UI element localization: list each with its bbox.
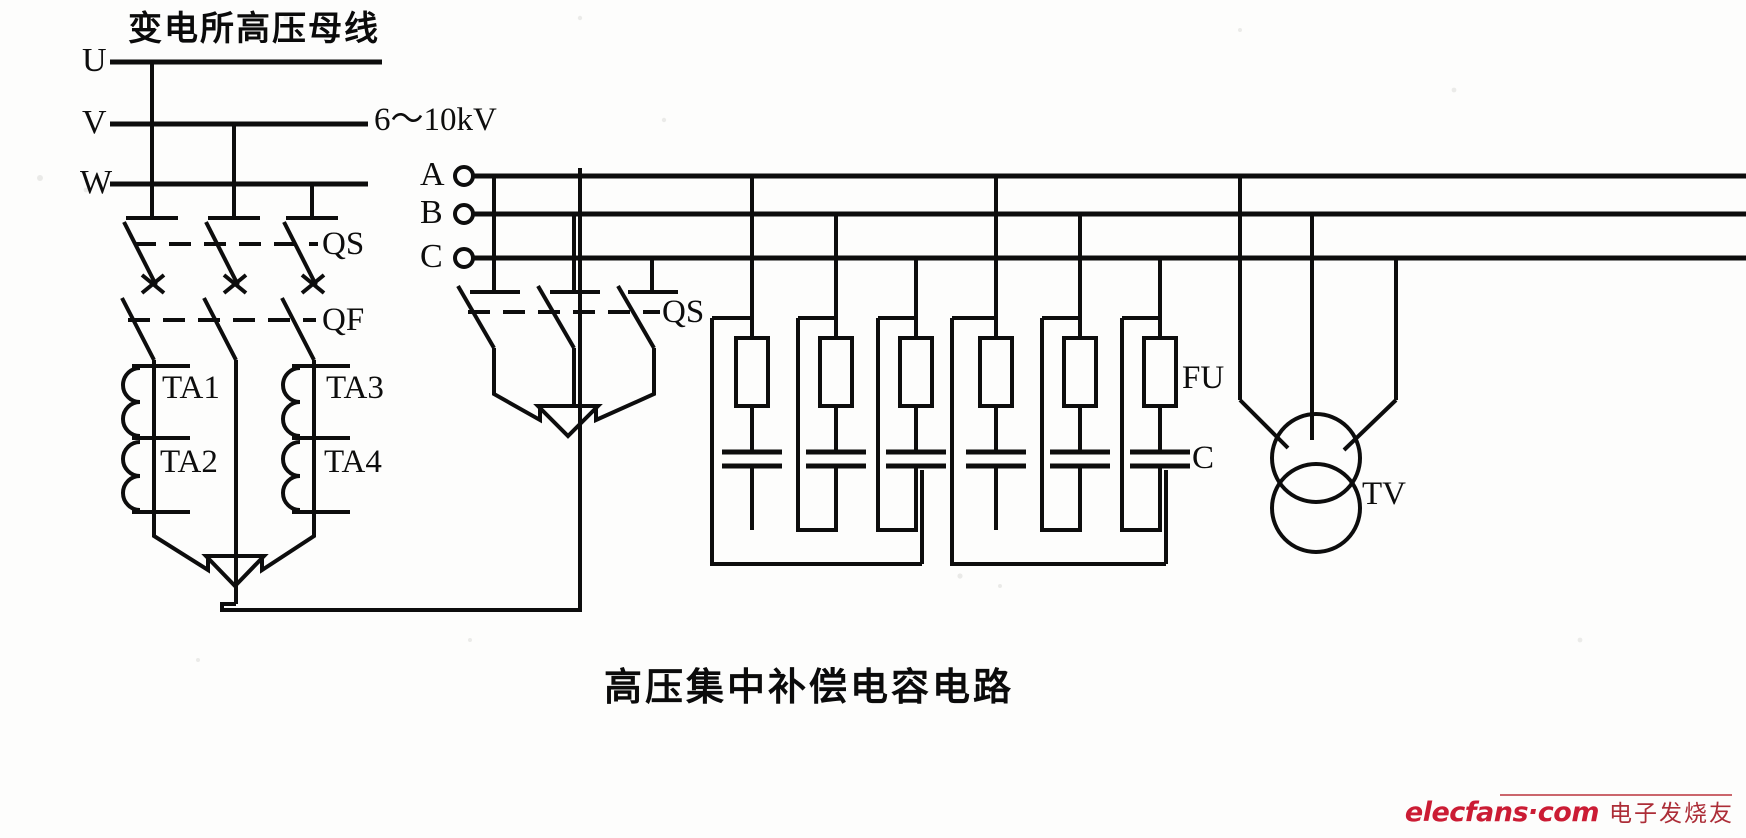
- fuse-5: [1062, 318, 1098, 450]
- fuse-3: [898, 318, 934, 450]
- left-phase-conductors: [152, 360, 316, 600]
- capacitor-6: [1130, 449, 1190, 530]
- current-transformer-ta1: [121, 364, 190, 440]
- device-label-qf: QF: [322, 302, 365, 338]
- qf-blade-3: [280, 297, 316, 361]
- qs-blade-1: [122, 221, 158, 286]
- ta4-coil-arc-1: [281, 440, 301, 478]
- watermark-rule: [1500, 794, 1732, 796]
- capacitor-2: [806, 449, 866, 530]
- device-label-qs-right: QS: [662, 294, 705, 330]
- device-label-ta4: TA4: [324, 444, 382, 480]
- watermark-site-en: elecfans·com: [1404, 797, 1600, 828]
- ta3-coil-arc-1: [281, 366, 301, 404]
- figure-caption: 高压集中补偿电容电路: [604, 665, 1015, 709]
- phase-label-a: A: [420, 156, 445, 193]
- ta1-coil-arc-1: [121, 366, 141, 404]
- tv-winding-primary-icon: [1270, 412, 1362, 504]
- qs-cross-1: [140, 273, 166, 295]
- cg1-outer-loop-left: [710, 318, 922, 566]
- right-bus-group: [453, 165, 1746, 269]
- fuse-6: [1142, 318, 1178, 450]
- terminal-a-icon: [453, 165, 475, 187]
- qf-blade-2: [202, 297, 238, 361]
- ta4-coil-arc-2: [281, 474, 301, 512]
- device-label-c: C: [1192, 440, 1215, 476]
- qs-cross-3: [300, 273, 326, 295]
- ta2-coil-arc-1: [121, 440, 141, 478]
- capacitor-4: [966, 449, 1026, 530]
- ta1-coil-arc-2: [121, 400, 141, 438]
- fuse-1: [734, 318, 770, 450]
- current-transformer-ta3: [281, 364, 350, 440]
- tie-wire-left-to-right: [220, 168, 582, 612]
- capacitor-group-2: [950, 176, 1190, 566]
- watermark-site-cn: 电子发烧友: [1609, 801, 1734, 827]
- left-star-point: [152, 530, 316, 604]
- qf-blade-1: [120, 297, 156, 361]
- qs2-converge-right: [594, 348, 656, 424]
- right-ground-delta-icon: [533, 404, 603, 439]
- device-label-qs-left: QS: [322, 226, 365, 262]
- phase-label-w: W: [80, 164, 113, 201]
- right-qs-drops: [492, 176, 654, 292]
- qs-blade-3: [282, 221, 318, 286]
- phase-label-v: V: [82, 104, 107, 141]
- cg2-return-1: [1040, 318, 1082, 532]
- busbar-title: 变电所高压母线: [128, 9, 380, 49]
- converge-left: [152, 530, 210, 574]
- cg2-outer-loop-left: [950, 318, 1166, 566]
- fuse-2-body: [818, 336, 854, 408]
- qs2-converge-left: [492, 348, 542, 424]
- fuse-1-body: [734, 336, 770, 408]
- watermark: elecfans·com 电子发烧友: [1405, 794, 1734, 828]
- device-label-ta2: TA2: [160, 444, 218, 480]
- left-disconnector-qs: [122, 216, 338, 295]
- fuse-2: [818, 318, 854, 450]
- scan-noise: [37, 15, 1583, 662]
- device-label-tv: TV: [1362, 476, 1406, 512]
- phase-label-c: C: [420, 238, 443, 275]
- cg1-return-2: [876, 318, 918, 532]
- qs2-blade-3: [616, 284, 656, 350]
- ta2-coil-arc-2: [121, 474, 141, 512]
- voltage-transformer-tv: [1238, 176, 1398, 554]
- capacitor-3: [886, 449, 946, 530]
- qs-cross-2: [222, 273, 248, 295]
- left-breaker-qf: [120, 297, 316, 361]
- fuse-3-body: [898, 336, 934, 408]
- ta3-coil-arc-2: [281, 400, 301, 438]
- left-busbar-group: [110, 59, 382, 218]
- terminal-c-icon: [453, 247, 475, 269]
- fuse-4: [978, 318, 1014, 450]
- converge-right: [260, 530, 316, 574]
- voltage-rating-label: 6～10kV: [374, 102, 497, 138]
- phase-label-b: B: [420, 194, 443, 231]
- fuse-5-body: [1062, 336, 1098, 408]
- tv-winding-secondary-icon: [1270, 462, 1362, 554]
- ground-delta-icon: [201, 554, 269, 589]
- terminal-b-icon: [453, 203, 475, 225]
- capacitor-1: [722, 449, 782, 530]
- current-transformer-ta2: [121, 440, 190, 514]
- device-label-ta3: TA3: [326, 370, 384, 406]
- tv-lead-a: [1238, 398, 1290, 450]
- phase-label-u: U: [82, 42, 107, 79]
- current-transformer-ta4: [281, 440, 350, 514]
- right-disconnector-qs: [456, 284, 678, 439]
- qs2-blade-2: [536, 284, 576, 350]
- qs2-blade-1: [456, 284, 496, 350]
- cg2-return-2: [1120, 318, 1162, 532]
- cg1-return-1: [796, 318, 838, 532]
- device-label-ta1: TA1: [162, 370, 220, 406]
- device-label-fu: FU: [1182, 360, 1225, 396]
- tv-lead-c: [1342, 398, 1398, 452]
- capacitor-5: [1050, 449, 1110, 530]
- capacitor-group-1: [710, 176, 946, 566]
- qs-blade-2: [204, 221, 240, 286]
- fuse-6-body: [1142, 336, 1178, 408]
- fuse-4-body: [978, 336, 1014, 408]
